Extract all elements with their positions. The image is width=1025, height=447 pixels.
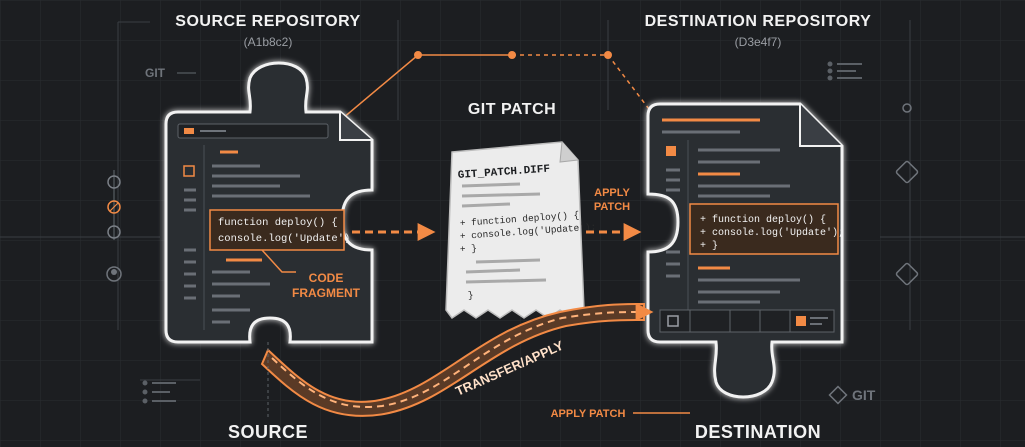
dest-code-line-1: + function deploy() {	[700, 214, 826, 226]
git-label-right: GIT	[852, 387, 876, 403]
dest-code-line-2: + console.log('Update');	[700, 227, 844, 239]
apply-patch-bottom-label: APPLY PATCH	[551, 408, 626, 420]
destination-puzzle-piece	[646, 102, 844, 399]
patch-line-3: + }	[459, 243, 477, 255]
github-icon	[106, 266, 122, 282]
destination-bottom-label: DESTINATION	[695, 422, 821, 442]
git-diamond-icon	[895, 262, 919, 286]
patch-document	[445, 141, 585, 320]
source-title: SOURCE REPOSITORY	[175, 13, 360, 30]
patch-title: GIT PATCH	[468, 101, 556, 118]
dest-code-line-3: + }	[700, 240, 718, 252]
commit-icon	[107, 200, 121, 214]
right-sidebar-icons	[895, 103, 919, 286]
source-puzzle-piece	[164, 61, 374, 344]
git-logo-icon	[828, 385, 848, 405]
connector-dot	[414, 51, 422, 59]
node-icon	[107, 225, 121, 239]
apply-label-line-2: PATCH	[594, 201, 630, 213]
source-hash: (A1b8c2)	[244, 35, 293, 49]
source-bottom-label: SOURCE	[228, 422, 308, 442]
callout-leader	[261, 249, 296, 273]
destination-title: DESTINATION REPOSITORY	[645, 13, 872, 30]
decor-lists	[142, 61, 862, 404]
source-code-line-1: function deploy() {	[218, 217, 338, 229]
apply-label-line-1: APPLY	[594, 187, 630, 199]
source-code-line-2: console.log('Update')	[218, 233, 350, 245]
destination-hash: (D3e4f7)	[735, 35, 782, 49]
callout-line-2: FRAGMENT	[292, 286, 361, 300]
frame-lines	[0, 20, 1025, 381]
git-label-left: GIT	[145, 66, 166, 80]
code-fragment-box	[209, 209, 345, 251]
git-diamond-icon	[895, 160, 919, 184]
connector-dot	[508, 51, 516, 59]
patch-line-4: }	[467, 290, 473, 301]
node-icon	[107, 175, 121, 189]
applied-code-box	[689, 203, 839, 255]
connector-dot	[604, 51, 612, 59]
left-sidebar-icons	[106, 170, 122, 282]
callout-line-1: CODE	[309, 271, 344, 285]
